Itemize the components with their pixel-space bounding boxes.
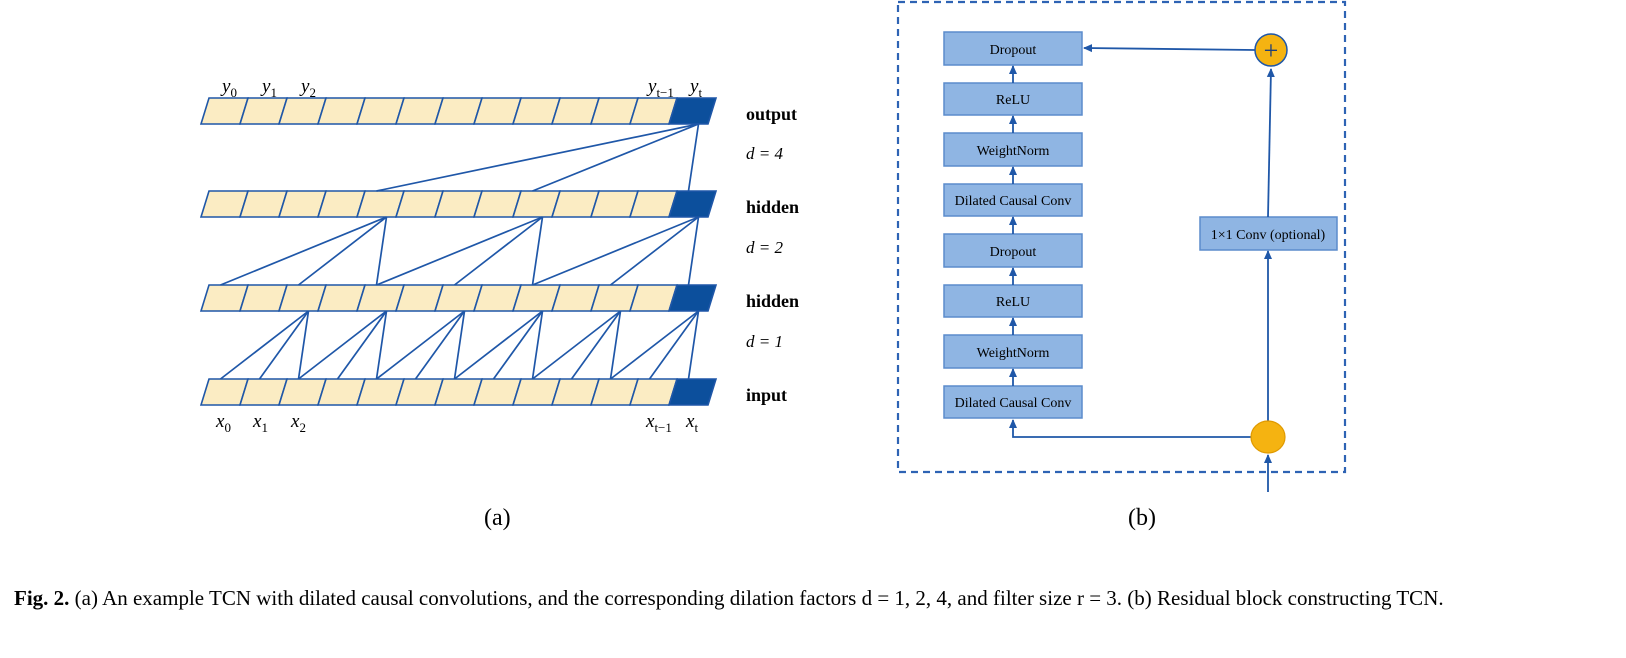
sum-node [1254, 33, 1288, 67]
dilation-label-d4: d = 4 [746, 144, 783, 163]
connection-d1 [492, 310, 544, 380]
layer-label-input: input [746, 385, 787, 405]
current-step-cell [667, 378, 718, 406]
residual-block-frame [896, 0, 1347, 474]
panel-a-sublabel: (a) [484, 505, 511, 531]
connection-d1 [258, 310, 310, 380]
residual-path [1009, 44, 1275, 492]
current-step-cell [667, 284, 718, 312]
dilation-label-d1: d = 1 [746, 332, 783, 351]
panel-a: y0 y1 y2 yt−1 yt x0 x1 x2 xt−1 xt output… [199, 76, 799, 531]
current-step-cell [667, 190, 718, 218]
block-dilated-conv-bottom: Dilated Causal Conv [943, 385, 1083, 419]
panel-b-sublabel: (b) [1128, 505, 1156, 531]
connection-d2 [687, 216, 700, 286]
input-split-node [1250, 420, 1286, 454]
svg-text:Dropout: Dropout [990, 245, 1037, 260]
hidden-layer-top [199, 190, 718, 218]
block-1x1-conv: 1×1 Conv (optional) [1199, 216, 1338, 251]
svg-text:ReLU: ReLU [996, 295, 1030, 310]
connection-d2 [376, 216, 543, 286]
output-label-y1: y1 [260, 76, 277, 100]
svg-text:Dilated Causal Conv: Dilated Causal Conv [955, 194, 1072, 209]
connection-d1 [219, 310, 310, 380]
caption-label: Fig. 2. [14, 586, 70, 610]
block-dilated-conv-top: Dilated Causal Conv [943, 183, 1083, 217]
connection-d1 [297, 310, 310, 380]
connection-d1 [453, 310, 544, 380]
connection-d4 [687, 123, 700, 192]
input-layer [199, 378, 718, 406]
connection-d2 [609, 216, 700, 286]
block-dropout-top: Dropout [943, 31, 1083, 66]
connection-d1 [648, 310, 700, 380]
connection-d1 [453, 310, 466, 380]
layer-label-hidden-top: hidden [746, 197, 799, 217]
svg-text:ReLU: ReLU [996, 93, 1030, 108]
connection-d2 [375, 216, 388, 286]
input-label-x1: x1 [252, 411, 268, 435]
svg-text:1×1 Conv (optional): 1×1 Conv (optional) [1211, 228, 1326, 243]
block-relu-top: ReLU [943, 82, 1083, 116]
svg-text:Dilated Causal Conv: Dilated Causal Conv [955, 396, 1072, 411]
connection-d1 [297, 310, 388, 380]
sum-symbol: + [1264, 36, 1279, 65]
input-label-x2: x2 [290, 411, 306, 435]
connection-d1 [609, 310, 700, 380]
block-weightnorm-top: WeightNorm [943, 132, 1083, 167]
figure-caption: Fig. 2. (a) An example TCN with dilated … [14, 583, 1610, 613]
layer-label-hidden-bottom: hidden [746, 291, 799, 311]
svg-text:WeightNorm: WeightNorm [977, 346, 1050, 361]
block-relu-bottom: ReLU [943, 284, 1083, 318]
input-label-xt: xt [685, 411, 698, 435]
connection-d1 [336, 310, 388, 380]
connection-d2 [297, 216, 388, 286]
block-weightnorm-bottom: WeightNorm [943, 334, 1083, 369]
connection-d1 [375, 310, 466, 380]
connection-d1 [687, 310, 700, 380]
connection-d1 [609, 310, 622, 380]
layer-label-output: output [746, 104, 797, 124]
connection-d1 [570, 310, 622, 380]
connection-d1 [531, 310, 622, 380]
connection-d2 [220, 216, 387, 286]
connection-d2 [532, 216, 699, 286]
svg-text:WeightNorm: WeightNorm [977, 144, 1050, 159]
connection-d1 [414, 310, 466, 380]
caption-text: (a) An example TCN with dilated causal c… [74, 586, 1444, 610]
hidden-layer-bottom [199, 284, 718, 312]
connection-d4 [376, 123, 699, 192]
connection-d2 [531, 216, 544, 286]
dilation-label-d2: d = 2 [746, 238, 783, 257]
output-label-yt: yt [688, 76, 702, 100]
input-label-x0: x0 [215, 411, 231, 435]
connection-d2 [453, 216, 544, 286]
tcn-figure: y0 y1 y2 yt−1 yt x0 x1 x2 xt−1 xt output… [199, 0, 1347, 531]
connection-d4 [532, 123, 699, 192]
input-label-xt-1: xt−1 [645, 411, 672, 435]
panel-b: Dropout ReLU WeightNorm Dilated Causal C… [896, 0, 1347, 531]
current-step-cell [667, 97, 718, 125]
connection-d1 [531, 310, 544, 380]
output-label-yt-1: yt−1 [646, 76, 674, 100]
output-layer [199, 97, 718, 125]
output-label-y2: y2 [299, 76, 316, 100]
output-label-y0: y0 [220, 76, 237, 100]
block-dropout-bottom: Dropout [943, 233, 1083, 268]
connection-d1 [375, 310, 388, 380]
svg-text:Dropout: Dropout [990, 43, 1037, 58]
